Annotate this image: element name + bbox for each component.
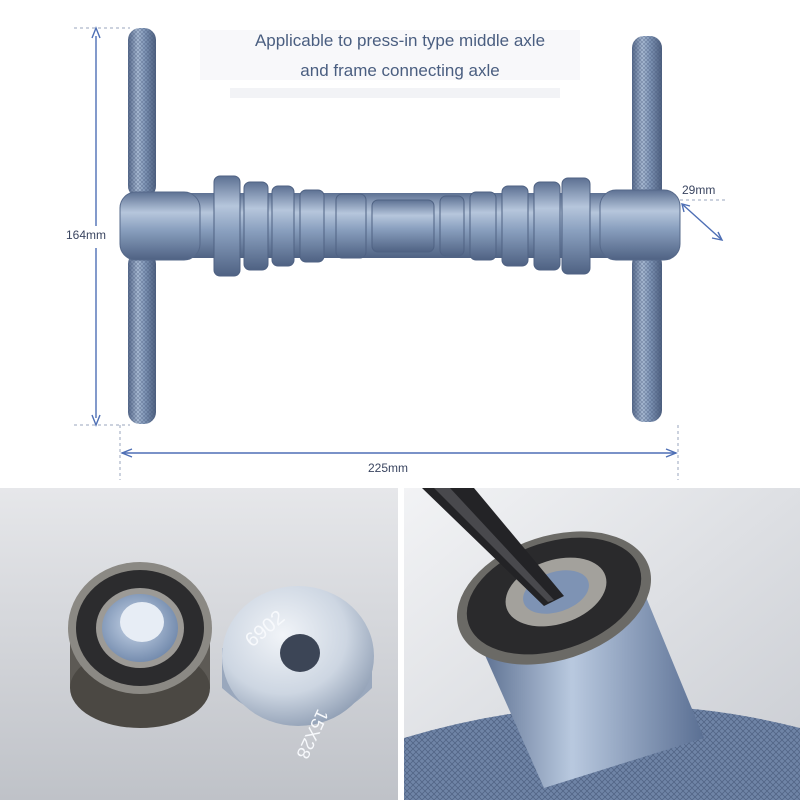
- width-dimension-line: [119, 425, 679, 480]
- height-dimension-label: 164mm: [66, 228, 107, 242]
- product-dimension-panel: Applicable to press-in type middle axle …: [66, 26, 728, 480]
- blurred-background-text: [200, 30, 580, 80]
- blurred-background-text: [230, 88, 560, 98]
- panel-divider: [398, 488, 404, 800]
- width-dimension-label: 225mm: [368, 461, 409, 475]
- bearing-install-photo: [404, 488, 800, 800]
- right-handle: [632, 36, 662, 422]
- threaded-rod: [422, 488, 564, 606]
- caption-line-2: and frame connecting axle: [300, 61, 500, 80]
- sealed-bearing: [68, 562, 212, 728]
- caption-line-1: Applicable to press-in type middle axle: [254, 31, 546, 50]
- press-washer: 6902 15X28: [222, 586, 374, 762]
- adapter-rings: [213, 175, 591, 277]
- diameter-dimension-line: [680, 199, 728, 241]
- bearing-washer-photo: 6902 15X28: [0, 488, 398, 800]
- bearing-press-tool-illustration: [74, 26, 728, 480]
- left-handle: [128, 28, 156, 424]
- product-caption: Applicable to press-in type middle axle …: [200, 26, 600, 86]
- height-dimension-line: [74, 26, 130, 427]
- diameter-dimension-label: 29mm: [682, 183, 716, 197]
